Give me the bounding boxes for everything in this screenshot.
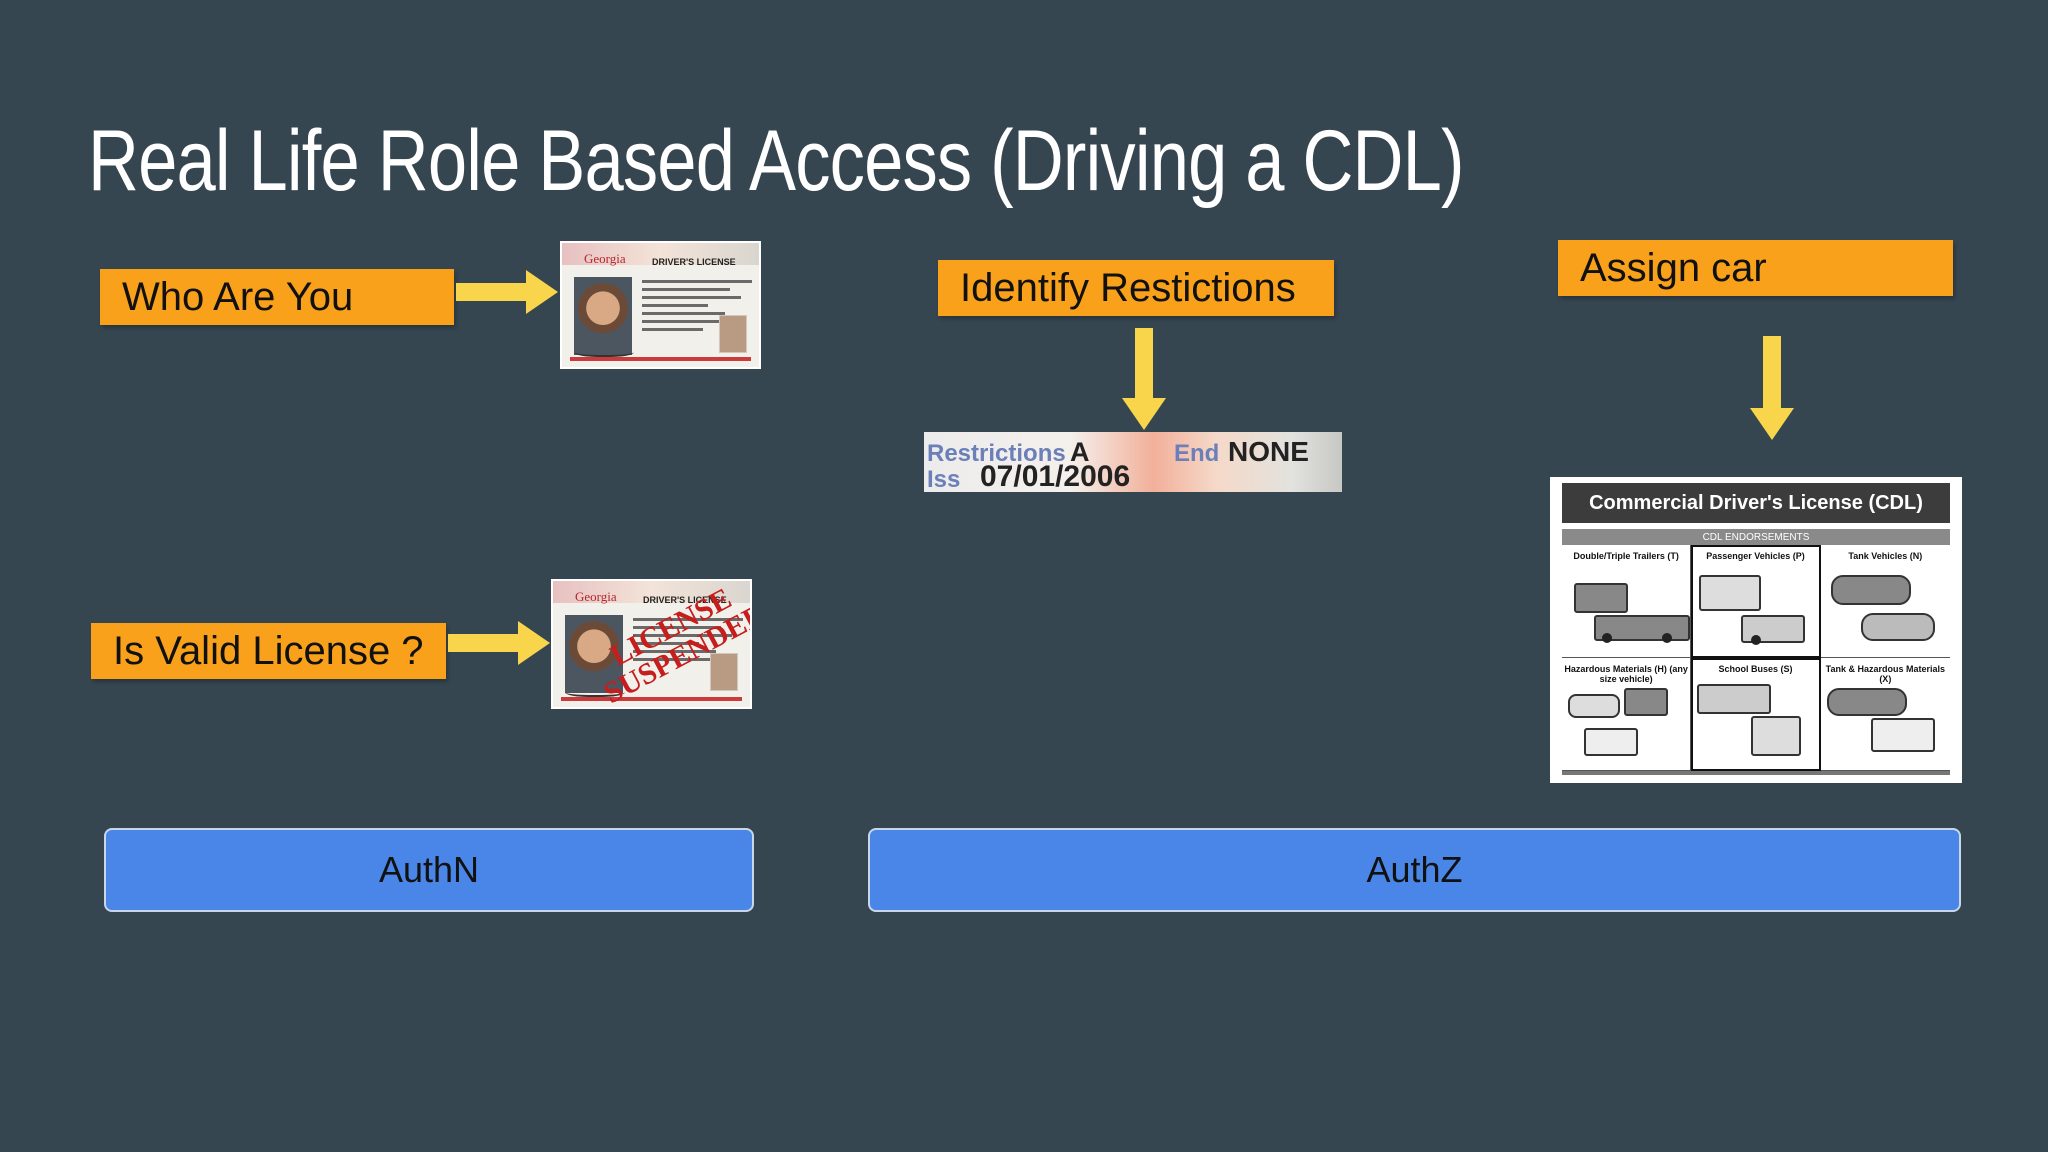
cdl-subtitle: CDL ENDORSEMENTS: [1562, 529, 1950, 545]
authz-bar: AuthZ: [868, 828, 1961, 912]
cdl-cell-school-bus: School Buses (S): [1691, 658, 1821, 771]
tag-is-valid-license: Is Valid License ?: [91, 623, 446, 679]
cdl-cell-label: Tank & Hazardous Materials (X): [1825, 664, 1945, 684]
pickup-icon: [1624, 688, 1668, 716]
authn-bar: AuthN: [104, 828, 754, 912]
cdl-cell-tank: Tank Vehicles (N): [1820, 545, 1950, 658]
school-bus-icon: [1751, 716, 1802, 756]
restrictions-strip: Restrictions A End NONE Iss 07/01/2006: [924, 432, 1342, 493]
propane-truck-icon: [1870, 718, 1935, 752]
end-value: NONE: [1228, 436, 1309, 467]
truck-icon: [1574, 583, 1628, 613]
card-bottom-strip: [561, 697, 742, 701]
restrictions-value: A: [1070, 437, 1090, 467]
arrow-down-icon: [1122, 328, 1166, 430]
card-header: DRIVER'S LICENSE: [643, 595, 727, 605]
restrictions-label: Restrictions: [927, 440, 1066, 467]
card-text-lines: [633, 613, 743, 666]
arrow-right-icon: [448, 621, 550, 665]
ghost-photo: [719, 315, 747, 353]
signature: [574, 345, 634, 357]
school-bus-icon: [1697, 684, 1772, 714]
cdl-cell-label: Tank Vehicles (N): [1848, 551, 1923, 561]
arrow-down-icon: [1750, 336, 1794, 440]
iss-label: Iss: [927, 466, 961, 493]
cdl-cell-label: Hazardous Materials (H) (any size vehicl…: [1564, 664, 1688, 684]
ghost-photo: [710, 653, 738, 691]
arrow-right-icon: [456, 270, 558, 314]
cdl-cell-tank-hazmat: Tank & Hazardous Materials (X): [1820, 658, 1950, 771]
cdl-grid: Double/Triple Trailers (T) Passenger Veh…: [1562, 545, 1950, 775]
signature: [565, 685, 625, 697]
card-state: Georgia: [584, 251, 626, 266]
cdl-title: Commercial Driver's License (CDL): [1562, 483, 1950, 523]
cdl-endorsements-chart: Commercial Driver's License (CDL) CDL EN…: [1550, 477, 1962, 783]
cdl-cell-label: Passenger Vehicles (P): [1706, 551, 1805, 561]
card-flag-band: [562, 243, 759, 265]
iss-value: 07/01/2006: [980, 460, 1131, 493]
van-icon: [1584, 728, 1638, 756]
cdl-cell-label: Double/Triple Trailers (T): [1573, 551, 1679, 561]
card-bottom-strip: [570, 357, 751, 361]
license-photo: [574, 277, 632, 355]
card-state: Georgia: [575, 589, 617, 604]
bus-icon: [1699, 575, 1762, 611]
wheel-icon: [1662, 633, 1672, 643]
card-header: DRIVER'S LICENSE: [652, 257, 736, 267]
drivers-license-card: Georgia DRIVER'S LICENSE: [560, 241, 761, 369]
wheel-icon: [1751, 635, 1762, 645]
cdl-cell-hazmat: Hazardous Materials (H) (any size vehicl…: [1562, 658, 1692, 771]
tag-assign-car: Assign car: [1558, 240, 1953, 296]
tag-who-are-you: Who Are You: [100, 269, 454, 325]
cdl-cell-label: School Buses (S): [1718, 664, 1793, 674]
car-icon: [1568, 694, 1620, 718]
end-label: End: [1174, 440, 1220, 467]
tanker-icon: [1830, 575, 1911, 605]
slide-title: Real Life Role Based Access (Driving a C…: [88, 113, 1465, 209]
tanker-icon: [1860, 613, 1935, 641]
card-text-lines: [642, 275, 752, 336]
cdl-cell-passenger: Passenger Vehicles (P): [1691, 545, 1821, 658]
license-photo: [565, 615, 623, 693]
card-flag-band: [553, 581, 750, 603]
wheel-icon: [1602, 633, 1612, 643]
cdl-cell-double-triple: Double/Triple Trailers (T): [1562, 545, 1692, 658]
suspended-license-card: Georgia DRIVER'S LICENSE LICENSE SUSPEND…: [551, 579, 752, 709]
tanker-icon: [1826, 688, 1907, 716]
tag-identify-restrictions: Identify Restictions: [938, 260, 1334, 316]
